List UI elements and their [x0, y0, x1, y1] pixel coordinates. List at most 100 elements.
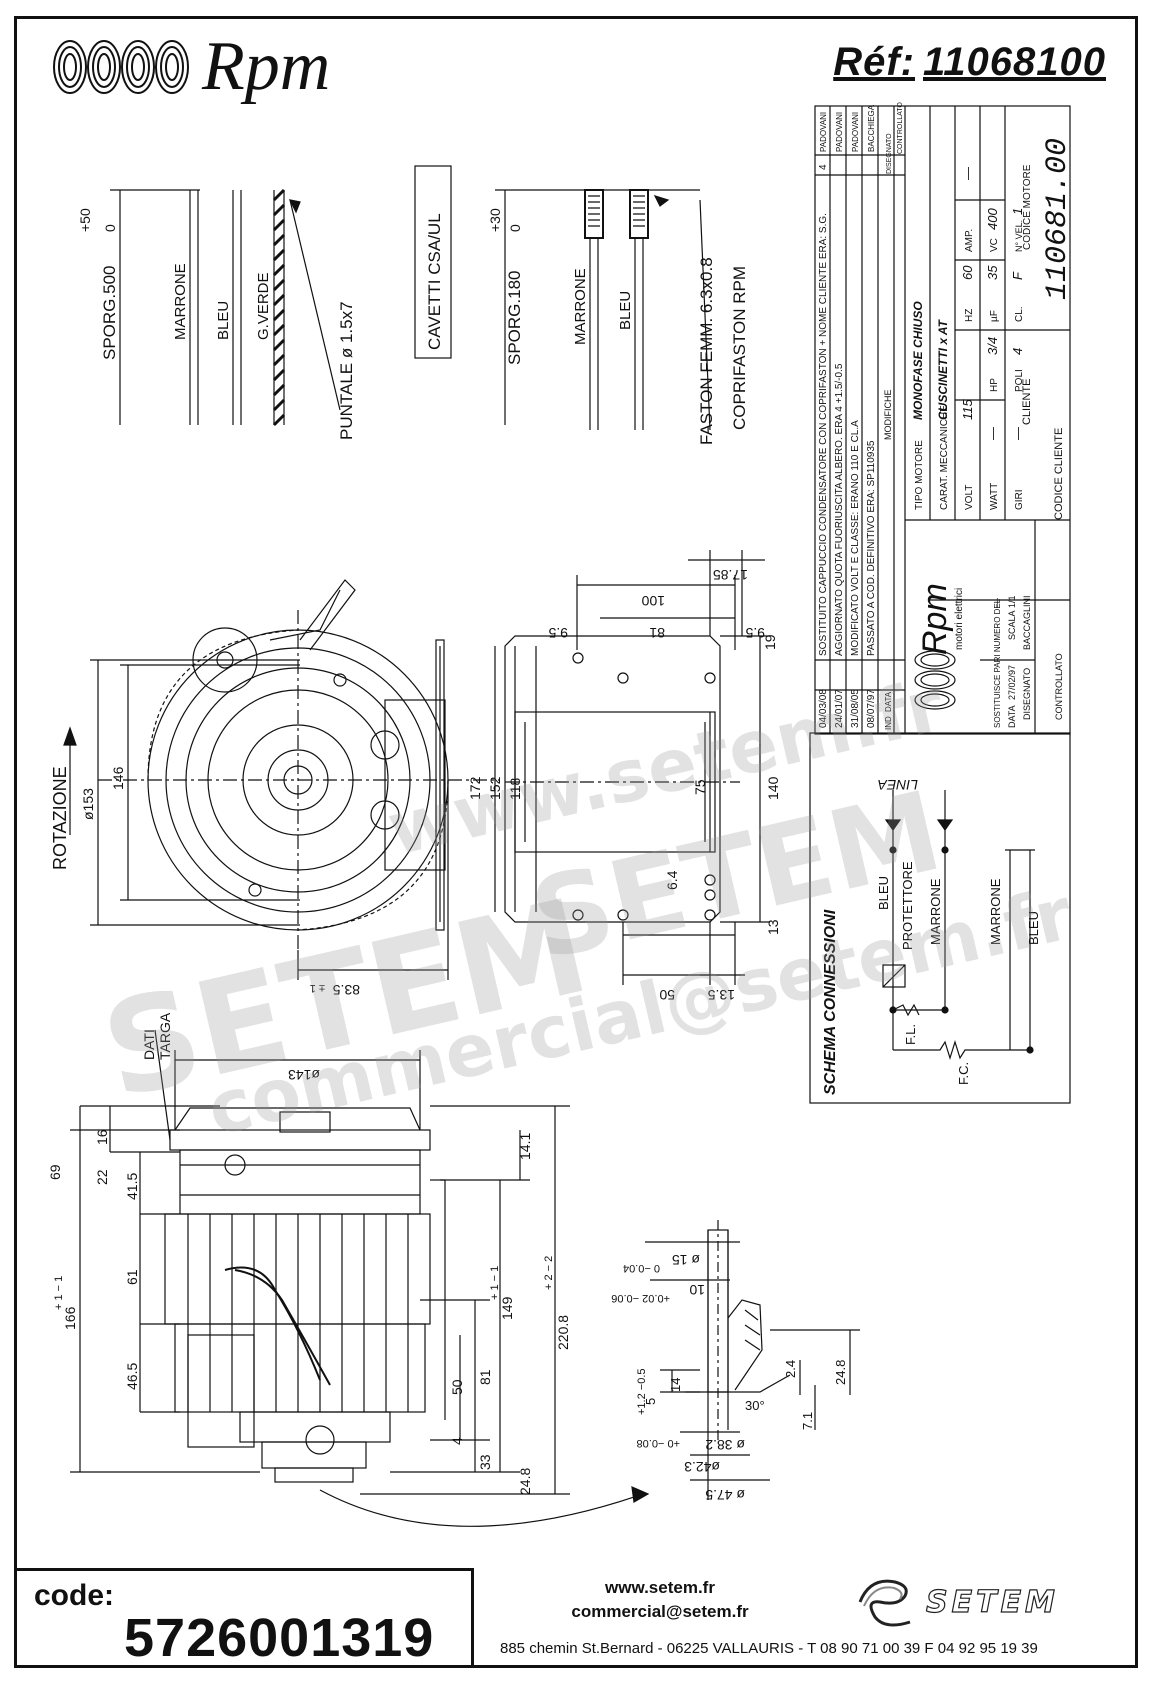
header-controllato: CONTROLLATO [897, 102, 904, 154]
revision-2-modifiche: MODIFICATO VOLT E CLASSE: ERANO 110 E CL… [850, 420, 861, 656]
carat-value: CUSCINETTI x AT [936, 318, 950, 420]
spec-watt-label: WATT [989, 483, 1000, 510]
title-block-logo: Rpm [916, 583, 954, 655]
setem-swirl-icon [858, 1579, 911, 1627]
dim-side-d50: 50 [659, 987, 675, 1003]
ref-value: 11068100 [923, 40, 1106, 84]
dim-bottom-d415: 41.5 [124, 1173, 140, 1200]
spec-amp-label: AMP. [964, 229, 975, 252]
dim-bottom-tol149: + 1 − 1 [489, 1266, 501, 1300]
schema-label-fl: F.L. [903, 1024, 918, 1045]
targa-label: TARGA [157, 1012, 173, 1060]
dim-shaft-d475: ø 47.5 [705, 1487, 745, 1503]
schema-label-marrone-2: MARRONE [988, 878, 1003, 945]
brand-name: Rpm [202, 28, 331, 105]
rpm-coil-logo-icon [53, 40, 189, 94]
wire-right-2-label: BLEU [617, 291, 634, 330]
revision-2-disegnato: PADOVANI [851, 112, 860, 152]
revision-1-data: 08/07/97 [866, 689, 877, 728]
spec-hp-value: 3/4 [985, 337, 1000, 355]
scala-value: 1/1 [1007, 595, 1017, 608]
revision-3-disegnato: PADOVANI [835, 112, 844, 152]
puntale-label: PUNTALE ø 1.5x7 [337, 301, 356, 440]
side-view [435, 550, 770, 985]
dim-side-d152: 152 [487, 776, 503, 800]
rotation-label: ROTAZIONE [50, 766, 70, 870]
sostituisce-value: — [992, 598, 1003, 608]
header-ind: IND [884, 716, 893, 730]
header-modifiche: MODIFICHE [883, 390, 893, 441]
reference: Réf:11068100 [825, 40, 1106, 85]
title-block-coil-icon [914, 650, 956, 710]
spec-nvel-value: 1 [1010, 208, 1025, 215]
spec-vc-label: VC [989, 238, 1000, 252]
dim-bottom-d69: 69 [47, 1164, 63, 1180]
dim-shaft-tol382: +0 −0.08 [637, 1437, 680, 1449]
spec-hz-value: 60 [960, 265, 975, 280]
spec-poli-label: POLI [1014, 369, 1025, 392]
faston-label: FASTON FEMM. 6.3x0.8 [697, 257, 716, 445]
carat-label: CARAT. MECCANICHE [939, 405, 950, 510]
spec-cl-label: CL. [1014, 306, 1025, 322]
dim-shaft-d248: 24.8 [833, 1360, 848, 1385]
disegnato-label: DISEGNATO [1022, 668, 1032, 720]
dim-shaft-d5: 5 [643, 1398, 658, 1405]
dim-side-d64: 6.4 [664, 870, 680, 890]
dim-bottom-tol166: + 1 − 1 [53, 1276, 65, 1310]
dim-bottom-d149: 149 [499, 1296, 515, 1320]
dim-bottom-d61: 61 [124, 1269, 140, 1285]
dim-side-d95b: 9.5 [745, 625, 765, 641]
revision-1-disegnato: BACCHIEGA [867, 104, 876, 152]
tipo-motore-value: MONOFASE CHIUSO [911, 301, 925, 420]
spec-volt-label: VOLT [964, 485, 975, 510]
spec-nvel-label: N° VEL. [1014, 220, 1024, 252]
dim-shaft-d24: 2.4 [783, 1360, 798, 1378]
bottom-view [70, 1029, 650, 1527]
dim-bottom-d4: 4 [449, 1437, 465, 1445]
wire-right-1-label: MARRONE [572, 268, 589, 345]
email-link[interactable]: commercial@setem.fr [571, 1602, 749, 1621]
dim-side-d19: 19 [762, 634, 778, 650]
revision-4-modifiche: SOSTITUITO CAPPUCCIO CONDENSATORE CON CO… [818, 213, 829, 656]
schema-title: SCHEMA CONNESSIONI [822, 909, 839, 1095]
dim-side-d100: 100 [641, 593, 665, 609]
sostituisce-label: SOSTITUISCE PARI NUMERO DEL [993, 598, 1002, 728]
revision-4-ind: 4 [818, 164, 829, 170]
spec-uf-label: µF [989, 310, 1000, 322]
sporg-right-label: SPORG.180 [505, 271, 524, 366]
codice-motore-value: 110681.00 [1041, 138, 1075, 300]
schema-label-bleu-1: BLEU [876, 876, 891, 910]
shaft-detail [645, 1220, 860, 1500]
sporg-right-tol-plus: +30 [487, 208, 503, 232]
dim-bottom-d33: 33 [477, 1454, 493, 1470]
dim-shaft-d71: 7.1 [800, 1412, 815, 1430]
disegnato-value: BACCAGLINI [1022, 595, 1032, 650]
dim-shaft-tol5: +1.2 −0.5 [636, 1369, 648, 1416]
code-label: code: [34, 1579, 115, 1612]
header-data: DATA [884, 691, 893, 712]
dim-side-d172: 172 [467, 776, 483, 800]
spec-giri-value: — [1010, 427, 1025, 440]
dim-side-d81: 81 [649, 625, 665, 641]
schema-label-bleu-2: BLEU [1026, 911, 1041, 945]
dim-side-d135: 13.5 [708, 987, 735, 1003]
spec-poli-value: 4 [1010, 348, 1025, 355]
spec-watt-value: — [985, 427, 1000, 440]
address-line: 885 chemin St.Bernard - 06225 VALLAURIS … [500, 1640, 1038, 1657]
dim-bottom-d50: 50 [449, 1379, 465, 1395]
sporg-left-label: SPORG.500 [100, 266, 119, 361]
dim-front-d153: ø153 [80, 788, 96, 820]
dim-side-d95a: 9.5 [548, 625, 568, 641]
cavetti-label: CAVETTI CSA/UL [425, 213, 444, 350]
revision-3-data: 24/01/07 [834, 689, 845, 728]
drawing-frame [14, 16, 1138, 1668]
spec-hp-label: HP [989, 378, 1000, 392]
ref-label: Réf: [833, 40, 915, 84]
title-block-tagline: motori elettrici [954, 588, 965, 650]
dim-bottom-d248: 24.8 [517, 1468, 533, 1495]
schema-linea-label: LINEA [878, 777, 918, 793]
scala-label: SCALA [1007, 610, 1017, 640]
dim-bottom-d22: 22 [94, 1169, 110, 1185]
website-link[interactable]: www.setem.fr [605, 1578, 715, 1597]
